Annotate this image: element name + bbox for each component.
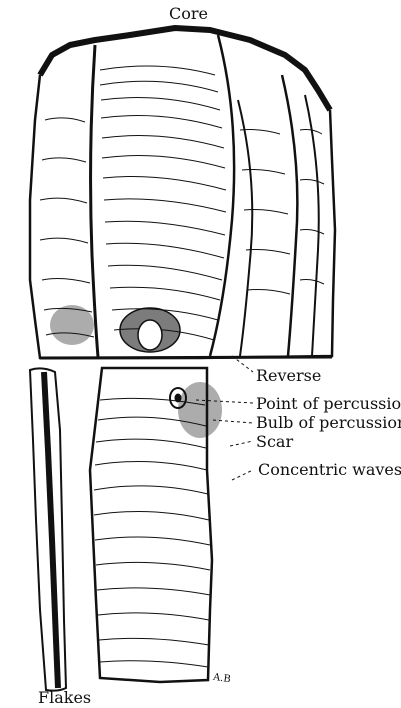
label-core: Core (169, 6, 208, 22)
flake-front-view (90, 368, 222, 682)
label-scar: Scar (256, 434, 293, 450)
label-concentric-waves: Concentric waves (258, 462, 401, 478)
artist-signature: A.B (212, 672, 231, 685)
label-flakes: Flakes (38, 690, 91, 706)
label-point-of-percussion: Point of percussion (256, 396, 401, 412)
label-bulb-of-percussion: Bulb of percussion (256, 415, 401, 431)
label-reverse: Reverse (256, 368, 321, 384)
core-drawing (30, 28, 335, 358)
flake-side-view (30, 368, 66, 690)
